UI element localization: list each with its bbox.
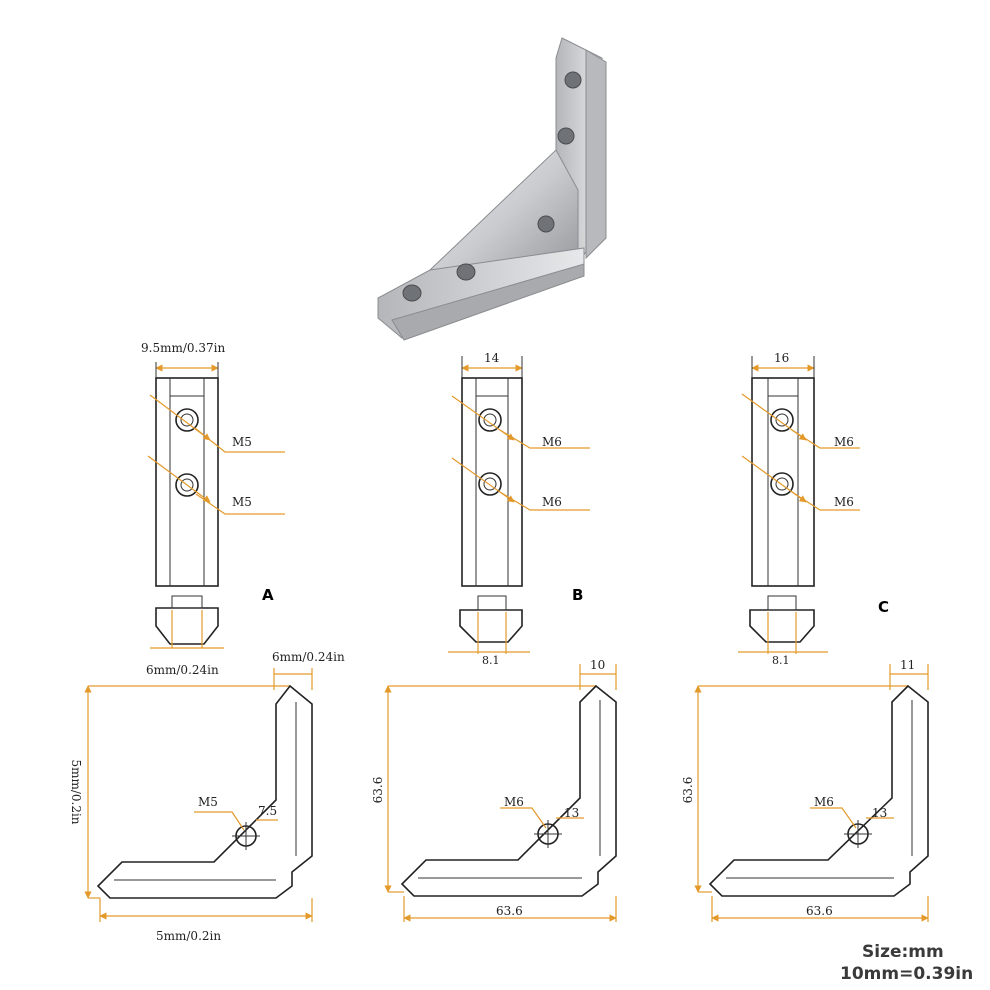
- hole-icon: [537, 215, 555, 233]
- variant-b-corner-hole-offset: 13: [564, 806, 579, 820]
- variant-b-corner-thread: M6: [504, 795, 524, 809]
- variant-b-corner-view: 10 63.6 M6 13 63.6: [371, 658, 617, 922]
- hole-icon: [456, 263, 476, 281]
- variant-c-thread-2: M6: [834, 495, 854, 509]
- variant-b-label: B: [572, 586, 583, 604]
- variant-c-slot-width: 8.1: [772, 654, 790, 667]
- variant-a-label: A: [262, 586, 274, 604]
- variant-c-label: C: [878, 598, 889, 616]
- variant-b-corner-side-height: 63.6: [371, 777, 385, 804]
- variant-a-corner-view: 6mm/0.24in 5mm/0.2in M5 7.5 5mm/0.2in: [69, 650, 345, 943]
- variant-c-front-view: 16 M6 M6 8.1 C: [738, 351, 889, 667]
- variant-b-thread-2: M6: [542, 495, 562, 509]
- variant-b-corner-bottom-length: 63.6: [496, 904, 523, 918]
- variant-a-corner-leg-width: 6mm/0.24in: [272, 650, 345, 664]
- variant-b-corner-leg-width: 10: [590, 658, 605, 672]
- variant-c-corner-hole-offset: 13: [872, 806, 887, 820]
- variant-b-top-width: 14: [484, 351, 500, 365]
- hole-icon: [564, 71, 582, 89]
- variant-a-corner-thread: M5: [198, 795, 218, 809]
- variant-a-corner-bottom-length: 5mm/0.2in: [156, 929, 221, 943]
- variant-c-top-width: 16: [774, 351, 789, 365]
- variant-c-corner-leg-width: 11: [900, 658, 915, 672]
- variant-a-front-view: 9.5mm/0.37in M5 M5 6mm/0.24in A: [141, 341, 285, 677]
- variant-a-thread-2: M5: [232, 495, 252, 509]
- variant-c-corner-view: 11 63.6 M6 13 63.6: [681, 658, 929, 922]
- bracket-photo: [377, 37, 607, 341]
- size-unit-text: Size:mm: [862, 942, 944, 962]
- variant-a-thread-1: M5: [232, 435, 252, 449]
- variant-b-thread-1: M6: [542, 435, 562, 449]
- variant-a-top-width: 9.5mm/0.37in: [141, 341, 225, 355]
- hole-icon: [557, 127, 575, 145]
- variant-b-front-view: 14 M6 M6 8.1 B: [448, 351, 590, 667]
- size-note: Size:mm 10mm=0.39in: [840, 942, 973, 984]
- variant-a-corner-hole-offset: 7.5: [258, 804, 277, 818]
- size-conversion-text: 10mm=0.39in: [840, 964, 973, 984]
- variant-c-corner-thread: M6: [814, 795, 834, 809]
- hole-icon: [402, 284, 422, 302]
- variant-c-thread-1: M6: [834, 435, 854, 449]
- variant-a-corner-side-height: 5mm/0.2in: [69, 759, 83, 824]
- variant-c-corner-side-height: 63.6: [681, 777, 695, 804]
- variant-b-slot-width: 8.1: [482, 654, 500, 667]
- variant-a-slot-width: 6mm/0.24in: [146, 663, 219, 677]
- variant-c-corner-bottom-length: 63.6: [806, 904, 833, 918]
